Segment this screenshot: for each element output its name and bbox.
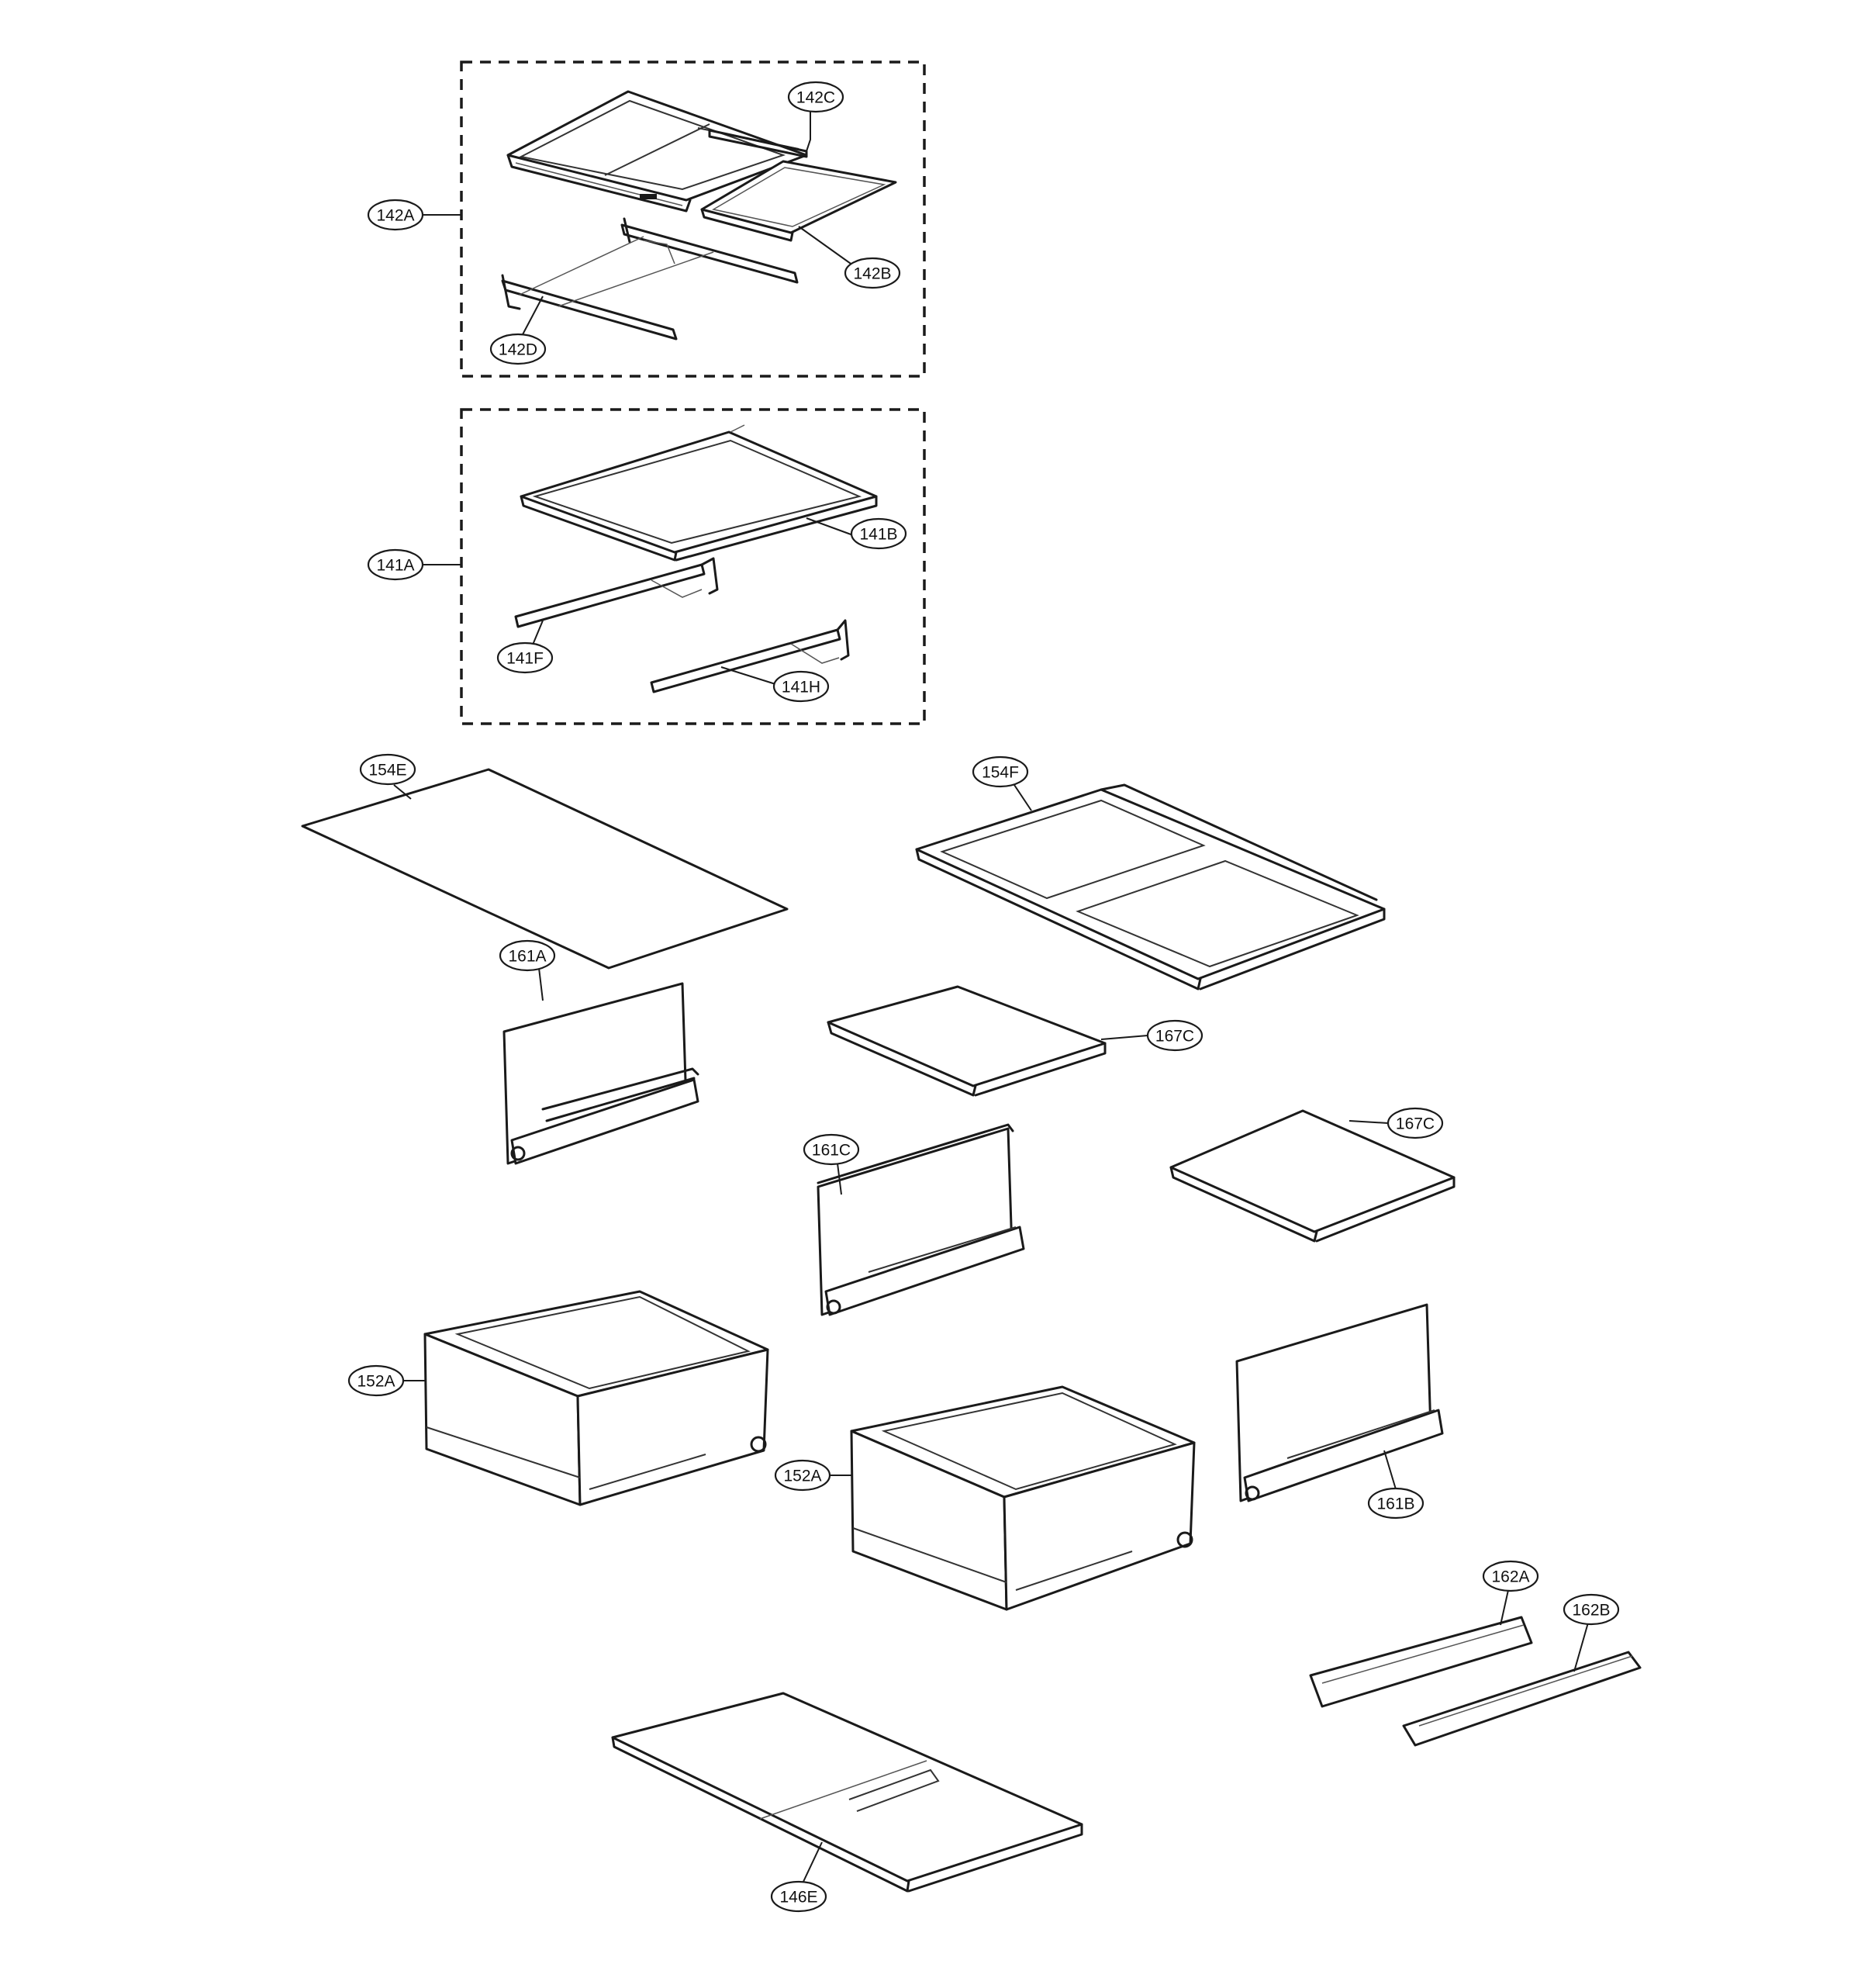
callout-154e-label: 154E bbox=[368, 762, 406, 780]
callout-141b-label: 141B bbox=[859, 526, 897, 544]
part-rail-141f bbox=[514, 557, 719, 628]
callout-154f: 154F bbox=[972, 755, 1029, 788]
callout-141h: 141H bbox=[772, 670, 830, 703]
part-drawer-tray-146e: 146E bbox=[611, 1692, 1083, 1913]
callout-162a-label: 162A bbox=[1491, 1568, 1529, 1586]
callout-142b-label: 142B bbox=[853, 265, 891, 283]
part-drawer-panel-161a: 161A bbox=[499, 939, 699, 1165]
callout-152a-1-label: 152A bbox=[357, 1373, 395, 1391]
part-crisper-cover-167c-1: 167C bbox=[827, 985, 1203, 1097]
part-drawer-panel-161c: 161C bbox=[803, 1123, 1025, 1316]
callout-141h-label: 141H bbox=[782, 679, 820, 697]
callout-154f-label: 154F bbox=[982, 764, 1019, 782]
callout-161a-label: 161A bbox=[508, 948, 546, 966]
callout-142d: 142D bbox=[489, 333, 547, 365]
callout-142c: 142C bbox=[787, 81, 844, 113]
group-141a: 141A 141B 141F 141H bbox=[367, 408, 926, 725]
part-crisper-cover-167c-2: 167C bbox=[1169, 1107, 1456, 1243]
part-cover-frame-154f: 154F bbox=[915, 755, 1386, 991]
part-glass-insert-142b bbox=[700, 160, 897, 242]
group-142a-box bbox=[460, 61, 926, 378]
callout-141f: 141F bbox=[496, 641, 554, 674]
callout-152a-2: 152A bbox=[774, 1459, 831, 1492]
part-shelf-141b bbox=[520, 424, 878, 562]
callout-167c-1-label: 167C bbox=[1155, 1028, 1194, 1046]
callout-142a: 142A bbox=[367, 199, 424, 231]
callout-141a: 141A bbox=[367, 548, 424, 581]
callout-142a-label: 142A bbox=[376, 207, 414, 225]
part-rail-141h bbox=[650, 619, 850, 693]
callout-142b: 142B bbox=[844, 257, 901, 289]
callout-161a: 161A bbox=[499, 939, 556, 972]
callout-167c-2-label: 167C bbox=[1396, 1115, 1435, 1133]
part-glass-sheet-154e: 154E bbox=[301, 753, 789, 970]
part-crisper-drawer-152a-1: 152A bbox=[347, 1290, 769, 1506]
callout-142d-label: 142D bbox=[499, 341, 537, 359]
callout-146e-label: 146E bbox=[779, 1889, 817, 1907]
callout-141a-label: 141A bbox=[376, 557, 414, 575]
callout-152a-2-label: 152A bbox=[783, 1468, 821, 1485]
group-142a: 142A 142C 142B 142D bbox=[367, 61, 926, 378]
group-141a-box bbox=[460, 408, 926, 725]
part-drawer-panel-161b: 161B bbox=[1235, 1303, 1444, 1520]
callout-152a-1: 152A bbox=[347, 1364, 405, 1397]
part-crisper-drawer-152a-2: 152A bbox=[774, 1385, 1196, 1611]
part-rails-142d bbox=[501, 217, 799, 341]
callout-161b-label: 161B bbox=[1376, 1495, 1414, 1513]
callout-167c-2: 167C bbox=[1387, 1107, 1444, 1139]
part-slide-rail-162b: 162B bbox=[1402, 1593, 1642, 1747]
callout-141f-label: 141F bbox=[506, 650, 544, 668]
callout-162b-label: 162B bbox=[1572, 1602, 1610, 1620]
callout-162b: 162B bbox=[1563, 1593, 1620, 1626]
callout-162a: 162A bbox=[1482, 1560, 1539, 1592]
callout-141b: 141B bbox=[850, 517, 907, 550]
callout-161c-label: 161C bbox=[812, 1142, 851, 1160]
part-slide-rail-162a: 162A bbox=[1309, 1560, 1539, 1708]
callout-154e: 154E bbox=[359, 753, 416, 786]
callout-142c-label: 142C bbox=[796, 89, 835, 107]
callout-161c: 161C bbox=[803, 1133, 860, 1166]
part-front-trim-142c bbox=[708, 129, 808, 158]
callout-146e: 146E bbox=[770, 1880, 827, 1913]
callout-161b: 161B bbox=[1367, 1487, 1425, 1520]
callout-167c-1: 167C bbox=[1146, 1019, 1203, 1052]
